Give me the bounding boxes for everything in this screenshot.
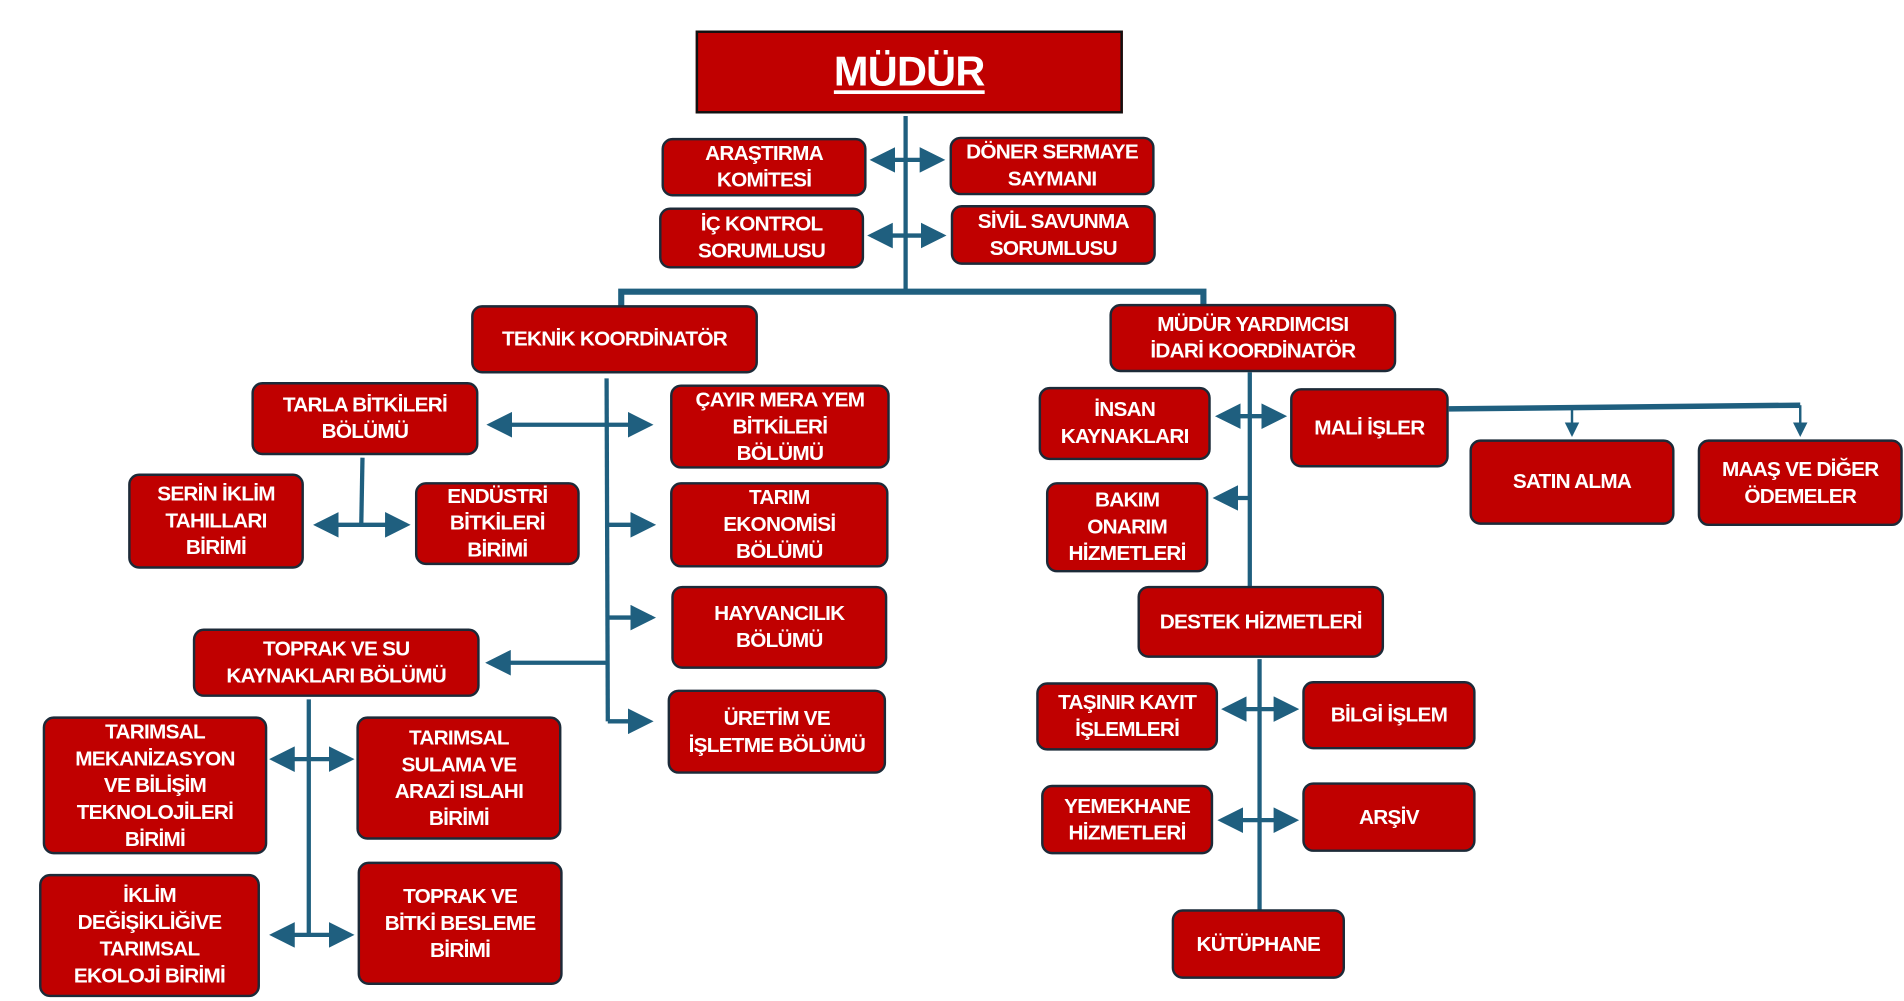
node-destek-hizmetleri[interactable]: DESTEK HİZMETLERİ (1137, 585, 1385, 658)
node-sivil-savunma[interactable]: SİVİL SAVUNMA SORUMLUSU (950, 205, 1156, 265)
node-doner-sermaye[interactable]: DÖNER SERMAYE SAYMANI (949, 136, 1155, 196)
node-endustri-bitkileri[interactable]: ENDÜSTRİ BİTKİLERİ BİRİMİ (414, 482, 580, 566)
node-satin-alma[interactable]: SATIN ALMA (1469, 439, 1675, 525)
node-mudur[interactable]: MÜDÜR (695, 30, 1123, 114)
node-arastirma-komitesi[interactable]: ARAŞTIRMA KOMİTESİ (661, 137, 867, 197)
node-ic-kontrol[interactable]: İÇ KONTROL SORUMLUSU (659, 207, 865, 269)
node-toprak-su[interactable]: TOPRAK VE SU KAYNAKLARI BÖLÜMÜ (192, 628, 480, 697)
node-serin-iklim[interactable]: SERİN İKLİM TAHILLARI BİRİMİ (128, 473, 304, 569)
line-level2-bar (618, 288, 1207, 308)
node-insan-kaynaklari[interactable]: İNSAN KAYNAKLARI (1038, 386, 1211, 461)
node-bakim-onarim[interactable]: BAKIM ONARIM HİZMETLERİ (1045, 482, 1209, 573)
node-yemekhane[interactable]: YEMEKHANE HİZMETLERİ (1041, 784, 1214, 855)
node-mali-isler[interactable]: MALİ İŞLER (1290, 388, 1449, 468)
node-maas-odemeler[interactable]: MAAŞ VE DİĞER ÖDEMELER (1697, 439, 1903, 527)
node-mekanizasyon[interactable]: TARIMSAL MEKANİZASYON VE BİLİŞİM TEKNOLO… (42, 716, 268, 855)
node-arsiv[interactable]: ARŞİV (1302, 782, 1476, 852)
node-bilgi-islem[interactable]: BİLGİ İŞLEM (1302, 681, 1476, 750)
node-cayir-mera[interactable]: ÇAYIR MERA YEM BİTKİLERİ BÖLÜMÜ (670, 384, 890, 469)
node-bitki-besleme[interactable]: TOPRAK VE BİTKİ BESLEME BİRİMİ (357, 861, 563, 985)
node-tarla-bitkileri[interactable]: TARLA BİTKİLERİ BÖLÜMÜ (251, 382, 479, 456)
line-mali-bar (1448, 402, 1801, 412)
line-tarla-down (359, 457, 365, 525)
node-kutuphane[interactable]: KÜTÜPHANE (1171, 909, 1345, 979)
node-teknik-koordinator[interactable]: TEKNİK KOORDİNATÖR (471, 305, 758, 374)
node-tarim-ekonomisi[interactable]: TARIM EKONOMİSİ BÖLÜMÜ (670, 482, 889, 568)
node-mudur-yardimcisi[interactable]: MÜDÜR YARDIMCISI İDARİ KOORDİNATÖR (1109, 303, 1397, 373)
node-tasinir-kayit[interactable]: TAŞINIR KAYIT İŞLEMLERİ (1036, 682, 1219, 751)
node-uretim-isletme[interactable]: ÜRETİM VE İŞLETME BÖLÜMÜ (667, 689, 887, 774)
node-iklim-degisikligi[interactable]: İKLİM DEĞİŞİKLİĞİVE TARIMSAL EKOLOJİ BİR… (39, 873, 260, 998)
node-hayvancilik[interactable]: HAYVANCILIK BÖLÜMÜ (671, 585, 888, 669)
node-sulama[interactable]: TARIMSAL SULAMA VE ARAZİ ISLAHI BİRİMİ (356, 716, 562, 840)
line-teknik-trunk (604, 378, 610, 722)
